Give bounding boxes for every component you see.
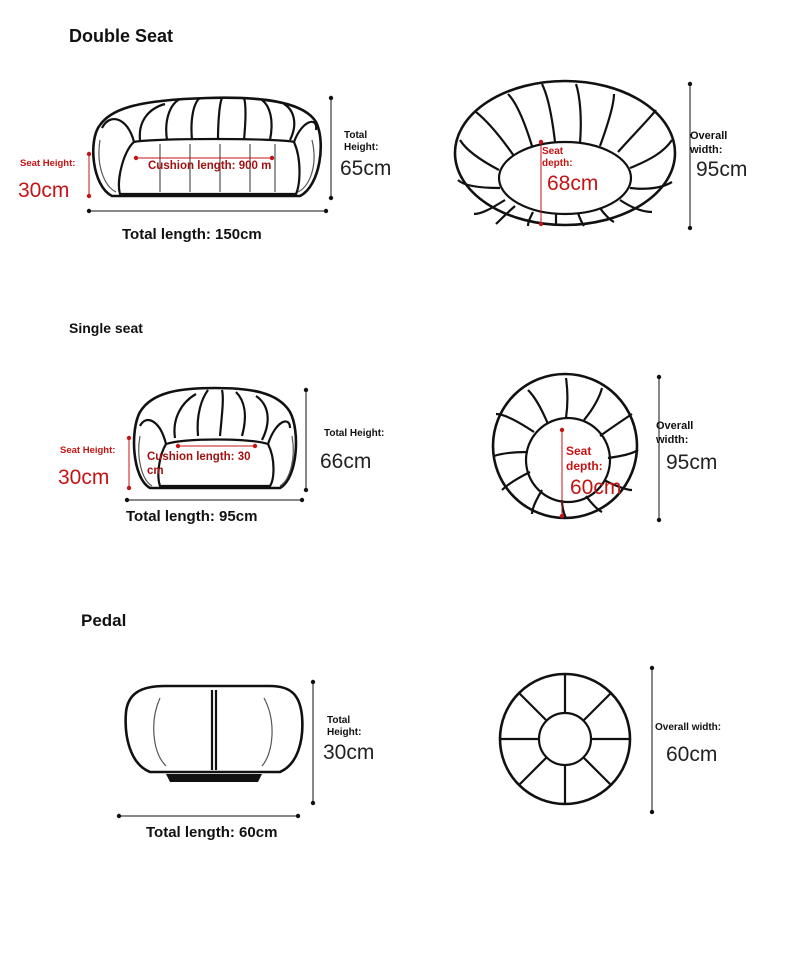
- double-seat-depth-value: 68cm: [547, 172, 599, 195]
- single-seat-title: Single seat: [69, 320, 143, 336]
- pedal-overall-width-value: 60cm: [666, 743, 718, 766]
- single-seat-depth-value: 60cm: [570, 476, 622, 499]
- single-cushion-length: Cushion length: 30 cm: [147, 451, 251, 477]
- pedal-total-height-label: Total Height:: [327, 715, 362, 738]
- single-overall-width-value: 95cm: [666, 451, 718, 474]
- double-total-height-value: 65cm: [340, 157, 392, 180]
- single-total-length: Total length: 95cm: [126, 508, 258, 525]
- double-seat-title: Double Seat: [69, 26, 174, 46]
- double-overall-width-value: 95cm: [696, 158, 748, 181]
- double-total-height-label: Total Height:: [344, 130, 379, 153]
- pedal-overall-width-label: Overall width:: [655, 722, 722, 733]
- double-seat-height-value: 30cm: [18, 179, 70, 202]
- single-overall-width-label: Overall width:: [656, 420, 694, 446]
- single-total-height-value: 66cm: [320, 450, 372, 473]
- pedal-title: Pedal: [81, 611, 127, 630]
- double-total-length: Total length: 150cm: [122, 226, 262, 243]
- double-cushion-length: Cushion length: 900 m: [148, 160, 272, 172]
- single-seat-depth-label: Seat depth:: [566, 444, 603, 473]
- single-seat-height-label: Seat Height:: [60, 445, 116, 456]
- double-seat-height-label: Seat Height:: [20, 158, 76, 169]
- double-seat-depth-label: Seat depth:: [542, 146, 573, 169]
- single-total-height-label: Total Height:: [324, 428, 385, 439]
- pedal-total-length: Total length: 60cm: [146, 824, 278, 841]
- pedal-total-height-value: 30cm: [323, 741, 375, 764]
- double-overall-width-label: Overall width:: [690, 130, 728, 156]
- single-seat-height-value: 30cm: [58, 466, 110, 489]
